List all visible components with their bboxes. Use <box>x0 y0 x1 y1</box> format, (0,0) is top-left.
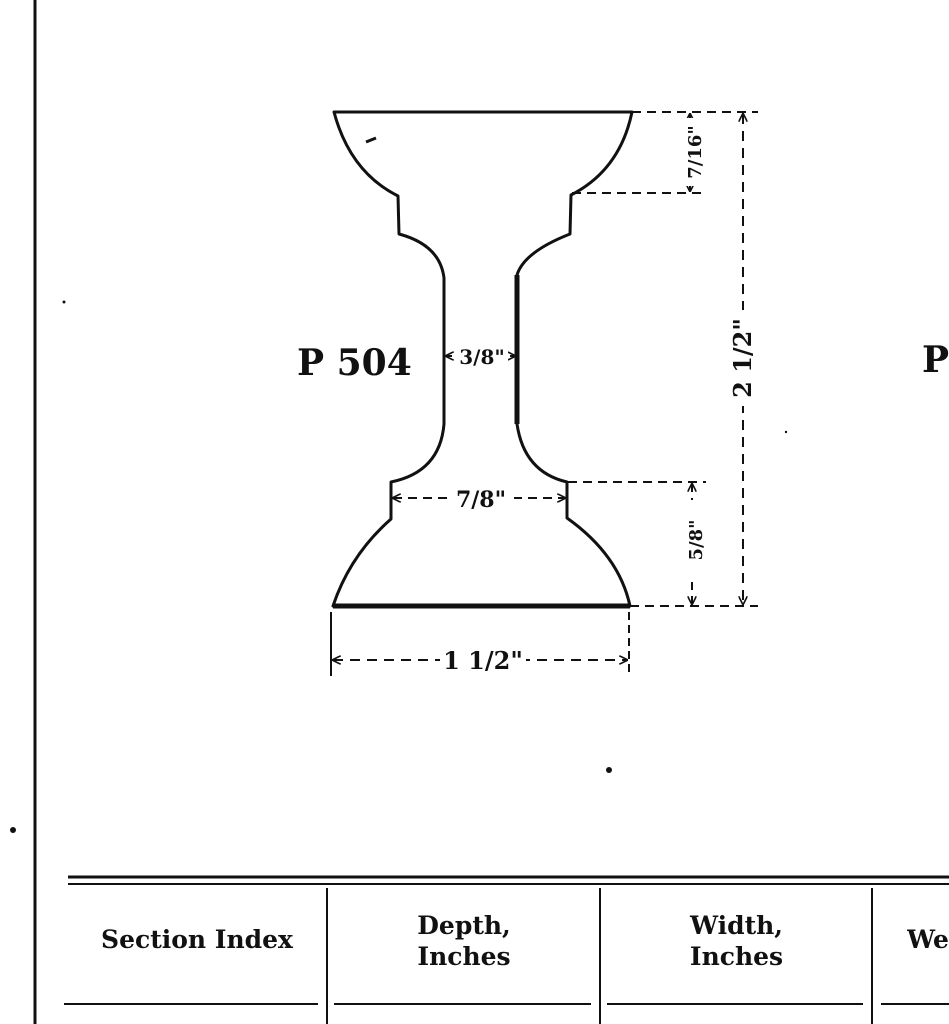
table-header-depth: Depth, Inches <box>330 910 598 972</box>
table-header-width: Width, Inches <box>603 910 870 972</box>
table-header-weight-partial: We <box>907 924 949 955</box>
table-header-line: Inches <box>689 942 784 971</box>
table-header-line: We <box>907 925 949 954</box>
table-header-section-index: Section Index <box>72 924 322 955</box>
dimension-web-thickness: 3/8" <box>459 345 505 369</box>
dimension-overall-depth: 2 1/2" <box>728 318 757 398</box>
scan-speck <box>10 827 16 833</box>
next-section-label-partial: P <box>922 339 949 381</box>
scan-speck <box>784 430 788 434</box>
scan-speck <box>365 136 377 144</box>
scan-speck <box>606 767 612 773</box>
dimension-top-flange-depth: 7/16" <box>685 125 706 179</box>
section-label: P 504 <box>297 342 412 384</box>
table-header-line: Depth, <box>417 911 511 940</box>
table-header-line: Section Index <box>101 925 293 954</box>
table-header-line: Inches <box>417 942 511 971</box>
dimension-flange-neck-width: 7/8" <box>456 487 506 513</box>
table-header-line: Width, <box>689 911 784 940</box>
scan-speck <box>62 300 66 304</box>
dimension-base-width: 1 1/2" <box>443 646 523 675</box>
dimension-bottom-flange-depth: 5/8" <box>686 519 707 560</box>
